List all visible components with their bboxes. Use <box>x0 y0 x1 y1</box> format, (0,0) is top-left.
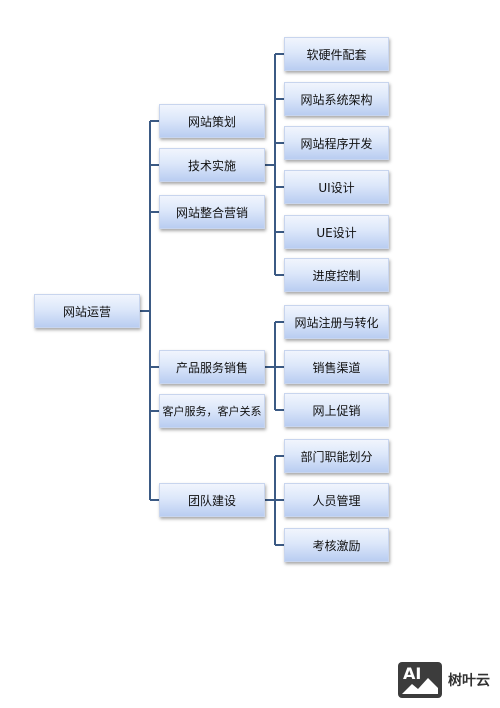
watermark: AI 树叶云 <box>398 660 498 700</box>
node-label: 产品服务销售 <box>175 360 248 375</box>
node-label: UE设计 <box>316 225 357 240</box>
node-branch-planning: 网站策划 <box>159 104 265 138</box>
node-label: 客户服务，客户关系 <box>162 405 262 418</box>
mountain-icon <box>402 678 438 694</box>
node-label: 网站系统架构 <box>300 92 373 107</box>
node-label: 进度控制 <box>312 268 361 283</box>
node-team-incentive: 考核激励 <box>284 528 389 562</box>
node-tech-ui-design: UI设计 <box>284 170 389 204</box>
node-label: 网站策划 <box>187 114 236 129</box>
node-label: UI设计 <box>318 180 355 195</box>
node-sales-channels: 销售渠道 <box>284 350 389 384</box>
node-tech-hardware-software: 软硬件配套 <box>284 37 389 71</box>
node-label: 考核激励 <box>312 538 361 553</box>
node-team-personnel: 人员管理 <box>284 483 389 517</box>
watermark-logo-icon: AI <box>398 662 442 698</box>
node-sales-promotion: 网上促销 <box>284 393 389 427</box>
node-tech-architecture: 网站系统架构 <box>284 82 389 116</box>
node-label: 软硬件配套 <box>306 47 367 62</box>
watermark-text: 树叶云 <box>448 673 490 689</box>
node-label: 网站注册与转化 <box>294 315 379 330</box>
node-root-label: 网站运营 <box>62 304 111 319</box>
node-label: 网站整合营销 <box>175 205 248 220</box>
watermark-logo-text: AI <box>403 664 422 683</box>
node-tech-development: 网站程序开发 <box>284 126 389 160</box>
node-branch-customer-service: 客户服务，客户关系 <box>159 394 265 428</box>
node-branch-team: 团队建设 <box>159 483 265 517</box>
node-branch-tech: 技术实施 <box>159 148 265 182</box>
node-label: 网上促销 <box>312 403 361 418</box>
node-label: 人员管理 <box>312 493 361 508</box>
node-branch-sales: 产品服务销售 <box>159 350 265 384</box>
node-sales-registration: 网站注册与转化 <box>284 305 389 339</box>
node-label: 团队建设 <box>187 493 236 508</box>
node-label: 技术实施 <box>187 158 236 173</box>
node-label: 网站程序开发 <box>300 136 373 151</box>
node-label: 部门职能划分 <box>300 449 373 464</box>
node-branch-marketing: 网站整合营销 <box>159 195 265 229</box>
node-label: 销售渠道 <box>312 360 361 375</box>
node-root: 网站运营 <box>34 294 140 328</box>
node-tech-ue-design: UE设计 <box>284 215 389 249</box>
node-tech-schedule-control: 进度控制 <box>284 258 389 292</box>
node-team-division: 部门职能划分 <box>284 439 389 473</box>
